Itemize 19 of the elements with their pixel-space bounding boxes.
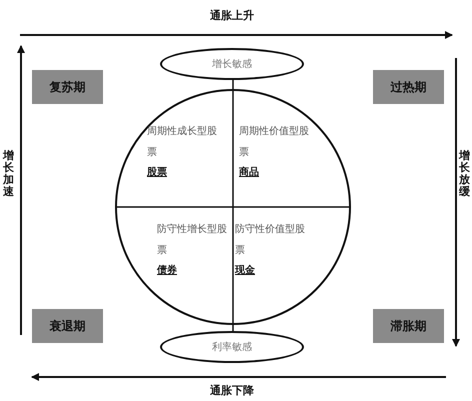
quadrant-description: 防守性增长型股票	[157, 222, 228, 258]
quadrant-description: 防守性价值型股票	[235, 222, 306, 258]
asset-class-label: 商品	[239, 165, 259, 179]
phase-box: 复苏期	[32, 70, 103, 104]
phase-box: 衰退期	[32, 309, 103, 343]
sector-ellipse: 利率敏感	[160, 331, 304, 363]
axis-label: 增长加速	[3, 150, 14, 198]
circle-outline	[115, 89, 351, 325]
quadrant-description: 周期性价值型股票	[239, 124, 310, 160]
asset-class-label: 债券	[157, 264, 177, 277]
quadrant-description: 周期性成长型股票	[147, 124, 218, 160]
axis-label: 通胀上升	[210, 8, 254, 23]
axis-label: 增长放缓	[459, 150, 470, 198]
phase-box: 滞胀期	[373, 309, 444, 343]
asset-class-label: 股票	[147, 166, 167, 179]
axis-label: 通胀下降	[210, 383, 254, 398]
phase-box: 过热期	[373, 70, 444, 104]
sector-ellipse: 增长敏感	[160, 48, 304, 80]
asset-class-label: 现金	[235, 264, 255, 277]
